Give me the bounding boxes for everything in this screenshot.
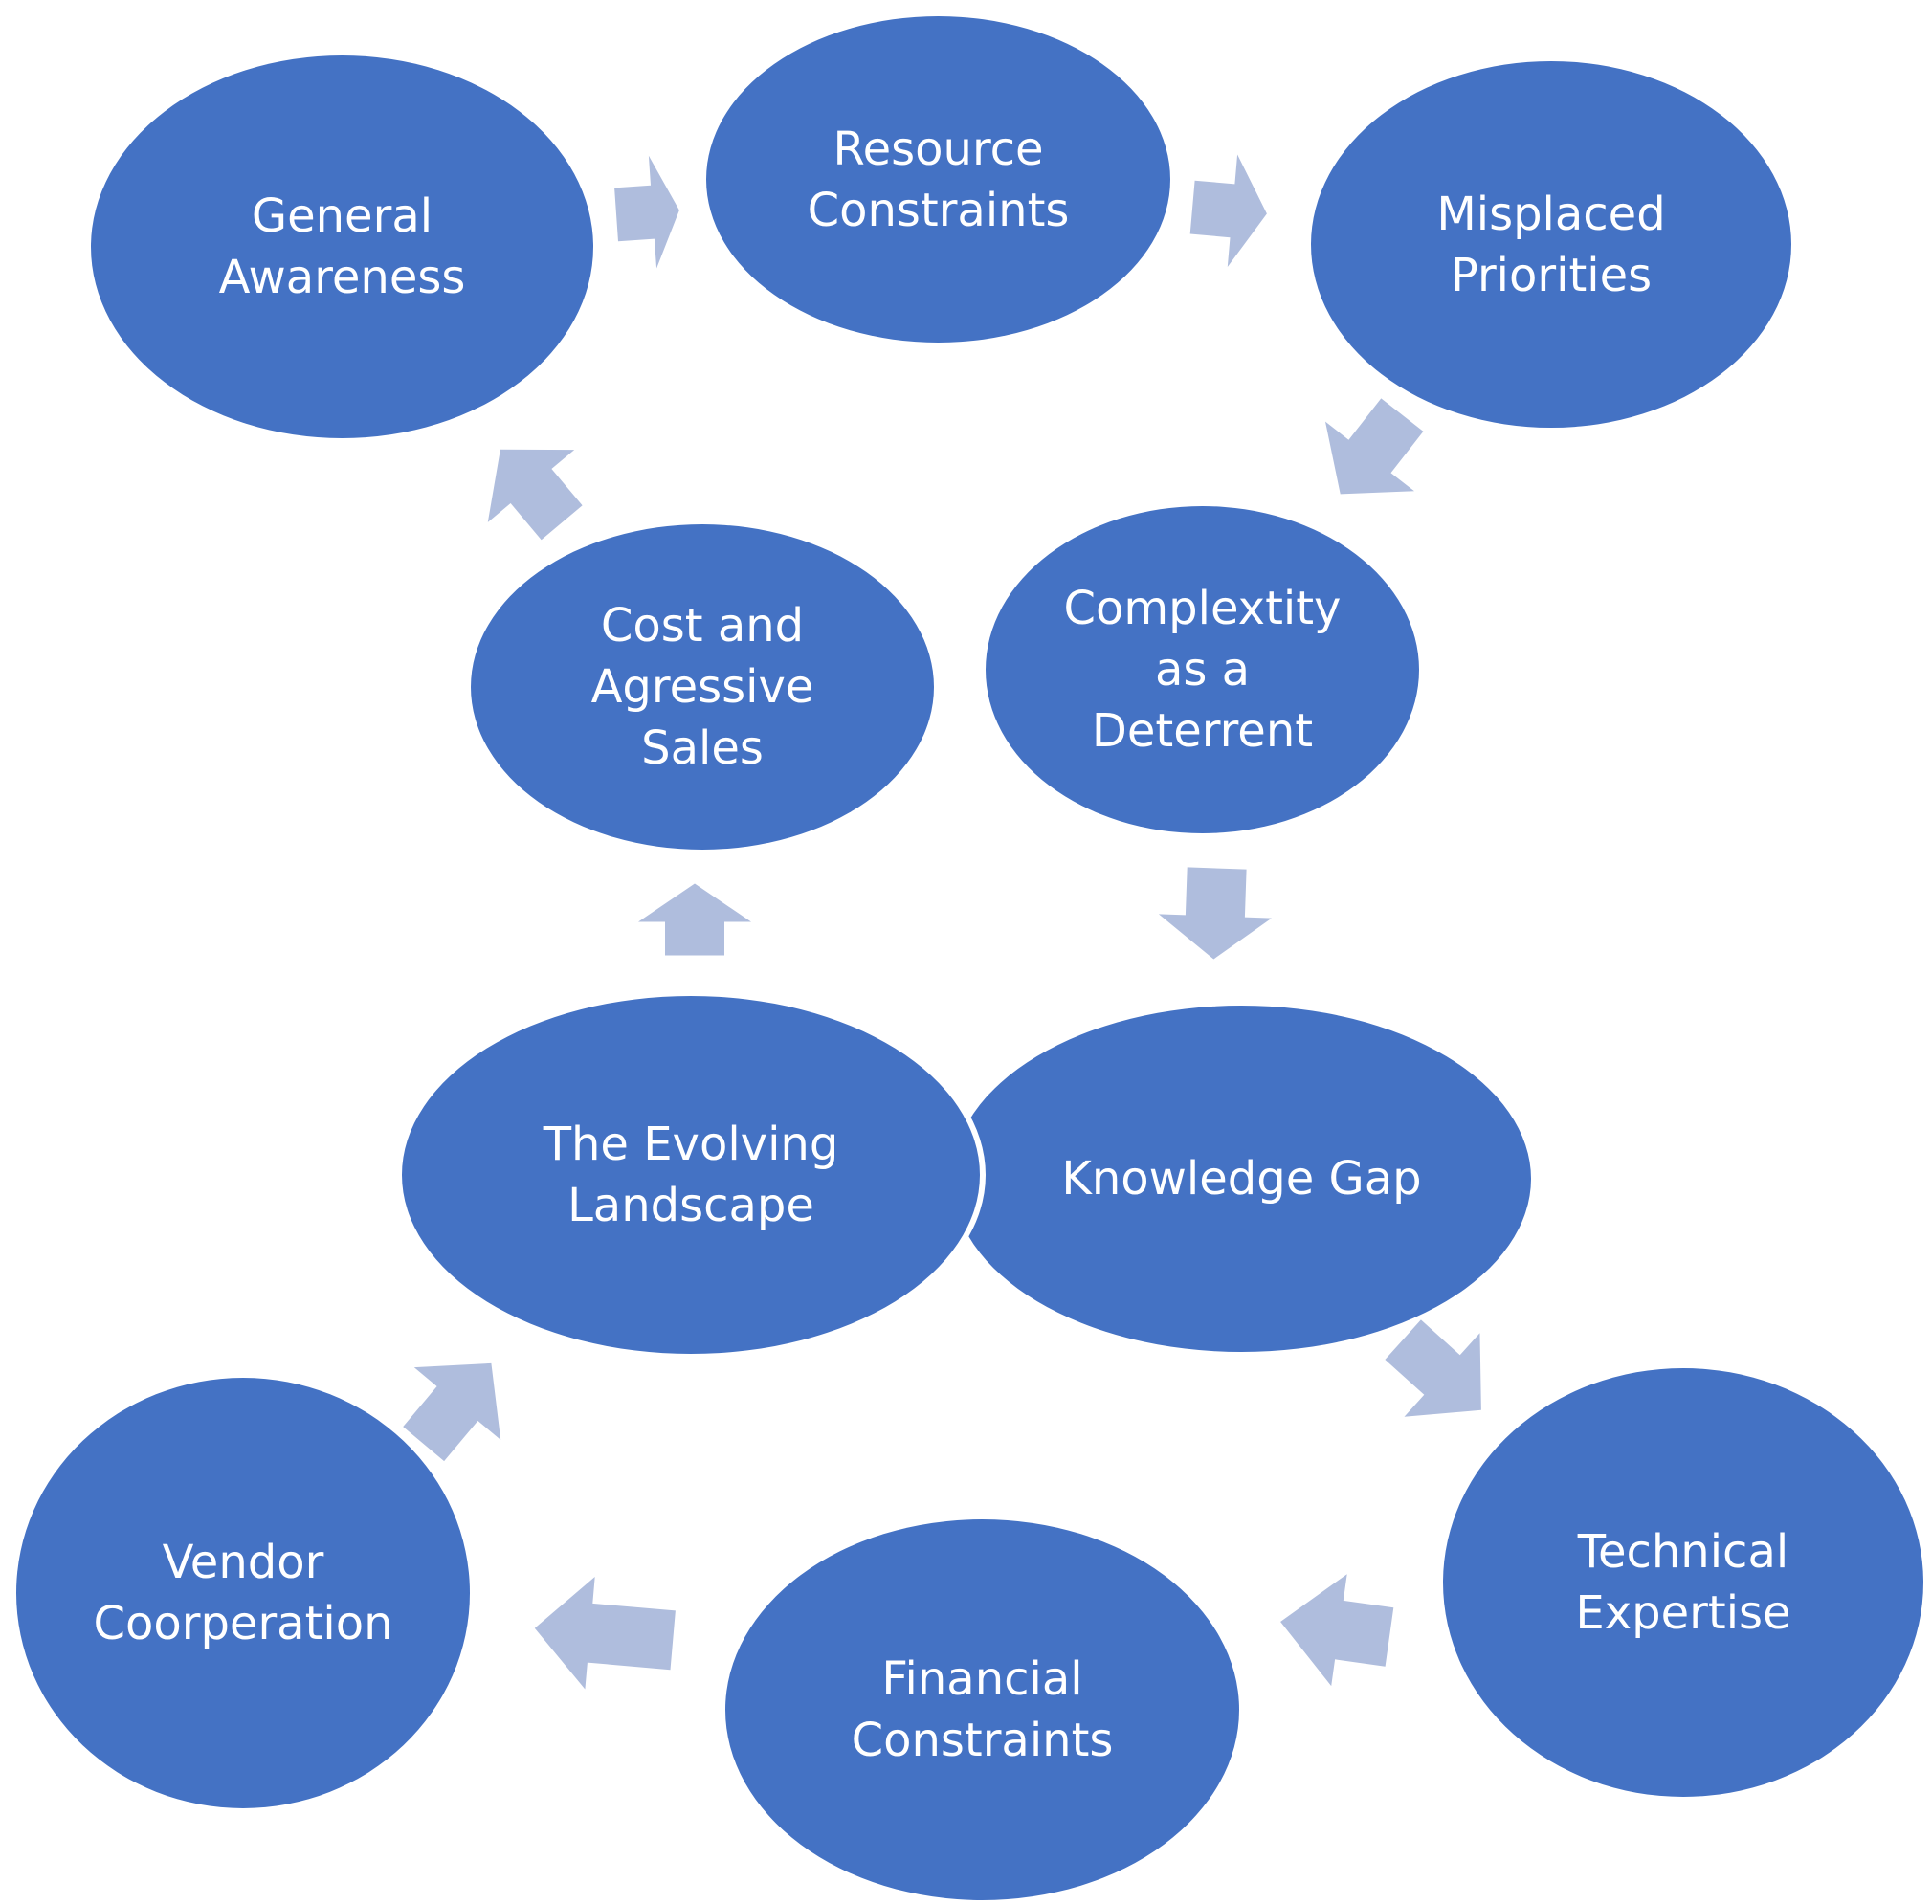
arrow-cost-aggressive-sales-to-general-awareness: [487, 449, 583, 541]
arrow-general-awareness-to-resource-constraints: [614, 155, 679, 269]
arrow-vendor-cooperation-to-evolving-landscape: [403, 1362, 501, 1462]
arrow-financial-constraints-to-vendor-cooperation: [534, 1577, 676, 1690]
node-knowledge-gap: Knowledge Gap: [952, 1006, 1531, 1352]
node-cost-aggressive-sales: Cost and Agressive Sales: [471, 524, 934, 850]
arrow-misplaced-priorities-to-complexity-deterrent: [1325, 398, 1424, 495]
node-label: Misplaced Priorities: [1436, 187, 1666, 302]
node-label: Financial Constraints: [851, 1652, 1114, 1767]
arrow-complexity-deterrent-to-knowledge-gap: [1158, 867, 1272, 960]
node-general-awareness: General Awareness: [91, 55, 593, 438]
node-label: Vendor Coorperation: [93, 1536, 393, 1650]
node-misplaced-priorities: Misplaced Priorities: [1311, 61, 1791, 428]
arrow-resource-constraints-to-misplaced-priorities: [1189, 154, 1267, 267]
node-label: The Evolving Landscape: [543, 1118, 839, 1232]
arrow-technical-expertise-to-financial-constraints: [1280, 1574, 1394, 1687]
node-label: General Awareness: [218, 189, 466, 304]
node-resource-constraints: Resource Constraints: [706, 16, 1170, 343]
node-complexity-deterrent: Complextity as a Deterrent: [986, 506, 1419, 833]
node-label: Resource Constraints: [807, 122, 1070, 237]
node-evolving-landscape: The Evolving Landscape: [396, 990, 986, 1360]
node-vendor-cooperation: Vendor Coorperation: [16, 1378, 470, 1808]
node-label: Cost and Agressive Sales: [590, 599, 814, 775]
node-label: Technical Expertise: [1575, 1525, 1791, 1640]
node-technical-expertise: Technical Expertise: [1443, 1368, 1923, 1797]
node-financial-constraints: Financial Constraints: [725, 1519, 1239, 1900]
node-label: Knowledge Gap: [1061, 1152, 1422, 1206]
arrow-evolving-landscape-to-cost-aggressive-sales: [638, 883, 751, 956]
arrow-knowledge-gap-to-technical-expertise: [1385, 1319, 1481, 1417]
node-label: Complextity as a Deterrent: [1063, 582, 1342, 758]
